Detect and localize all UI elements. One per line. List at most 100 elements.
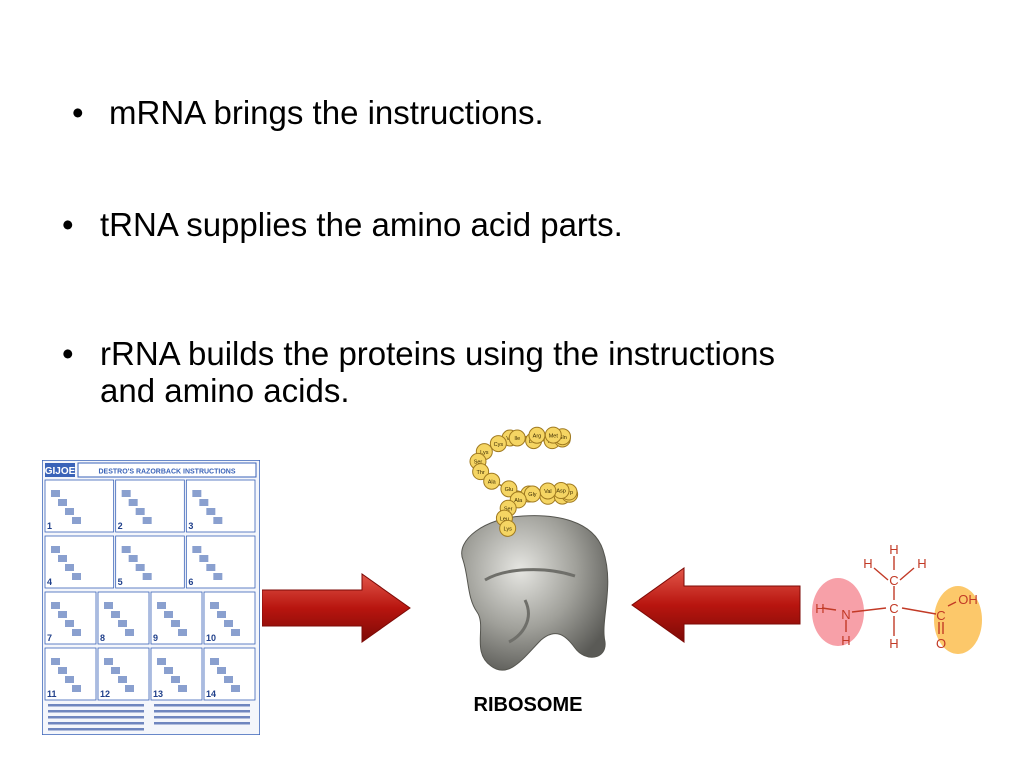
sheet-part-sketch: [142, 517, 152, 524]
sheet-part-sketch: [121, 546, 131, 553]
sheet-part-sketch: [135, 508, 145, 515]
sheet-part-sketch: [72, 685, 81, 692]
sheet-panel: [150, 591, 203, 645]
amino-acid-bead-label: Arg: [533, 433, 542, 439]
sheet-part-sketch: [111, 667, 120, 674]
carboxyl-group-highlight: [934, 586, 982, 654]
amino-acid-bead-label: Ile: [514, 436, 520, 442]
sheet-panel: [44, 535, 115, 589]
amino-acid-bead-label: Val: [544, 489, 552, 495]
arrow-left-icon: [631, 567, 801, 643]
sheet-part-sketch: [72, 573, 81, 580]
amine-group-highlight: [812, 578, 864, 646]
svg-text:C: C: [936, 608, 945, 623]
sheet-part-sketch: [164, 667, 173, 674]
sheet-text-line: [154, 704, 250, 707]
amino-acid-structure: H H H C C H H N H C OH O: [812, 542, 982, 654]
sheet-part-sketch: [118, 620, 127, 627]
sheet-part-sketch: [231, 685, 240, 692]
sheet-step-number: 11: [47, 689, 57, 699]
amino-acid-bead-label: Thr: [477, 470, 485, 476]
bullet-text-line2: and amino acids.: [100, 372, 350, 409]
amino-acid-bead-label: Ala: [488, 479, 497, 485]
sheet-part-sketch: [206, 564, 216, 571]
amino-acid-bead: [500, 480, 518, 498]
svg-text:H: H: [841, 633, 850, 648]
bullet-marker: •: [72, 94, 84, 131]
amino-acid-bead-label: Ala: [514, 498, 523, 504]
bullet-text: mRNA brings the instructions.: [109, 94, 544, 131]
sheet-panel: [44, 479, 115, 533]
amino-acid-bead-label: Leu: [500, 516, 509, 522]
sheet-panel: [97, 647, 150, 701]
sheet-step-number: 12: [100, 689, 110, 699]
bullet-marker: •: [62, 335, 74, 372]
sheet-step-number: 3: [188, 521, 193, 531]
sheet-part-sketch: [51, 602, 60, 609]
sheet-panel: [115, 479, 185, 533]
amino-acid-bead-label: Ser: [504, 506, 513, 512]
sheet-panel: [185, 535, 256, 589]
sheet-part-sketch: [51, 490, 60, 497]
sheet-part-sketch: [213, 517, 223, 524]
amino-acid-bead-label: Lys: [503, 527, 512, 533]
amino-acid-bead-label: Met: [549, 433, 559, 439]
sheet-part-sketch: [58, 555, 67, 562]
sheet-part-sketch: [213, 573, 223, 580]
amino-acid-bead: [489, 435, 507, 453]
amino-acid-bead-label: Glu: [505, 487, 514, 493]
sheet-part-sketch: [210, 602, 219, 609]
sheet-text-line: [154, 722, 250, 725]
sheet-part-sketch: [157, 658, 166, 665]
sheet-part-sketch: [217, 667, 226, 674]
sheet-part-sketch: [128, 499, 138, 506]
amino-acid-bead-label: Gln: [558, 435, 567, 441]
amino-acid-bead-label: Gly: [528, 492, 537, 498]
sheet-part-sketch: [125, 629, 134, 636]
sheet-panel: [203, 647, 256, 701]
svg-text:H: H: [863, 556, 872, 571]
svg-text:OH: OH: [958, 592, 978, 607]
sheet-part-sketch: [72, 629, 81, 636]
sheet-part-sketch: [217, 611, 226, 618]
sheet-text-line: [48, 728, 144, 731]
sheet-part-sketch: [104, 602, 113, 609]
sheet-text-line: [154, 710, 250, 713]
svg-text:H: H: [815, 601, 824, 616]
sheet-part-sketch: [171, 676, 180, 683]
sheet-panel: [44, 647, 97, 701]
svg-text:H: H: [889, 542, 898, 557]
sheet-panel: [185, 479, 256, 533]
sheet-part-sketch: [58, 611, 67, 618]
sheet-part-sketch: [58, 499, 67, 506]
amino-acid-bead: [499, 519, 517, 537]
sheet-step-number: 8: [100, 633, 105, 643]
amino-acid-bead-label: Lys: [480, 450, 489, 456]
bullet-text-line1: rRNA builds the proteins using the instr…: [100, 335, 776, 372]
sheet-text-line: [48, 716, 144, 719]
sheet-step-number: 1: [47, 521, 52, 531]
sheet-part-sketch: [178, 629, 187, 636]
sheet-step-number: 4: [47, 577, 52, 587]
sheet-step-number: 13: [153, 689, 163, 699]
sheet-logo: GIJOE: [45, 466, 76, 477]
arrow-right-icon: [262, 573, 411, 643]
amino-acid-bead: [483, 472, 501, 490]
sheet-part-sketch: [51, 658, 60, 665]
sheet-part-sketch: [72, 517, 81, 524]
sheet-part-sketch: [65, 620, 74, 627]
sheet-step-number: 6: [188, 577, 193, 587]
sheet-text-line: [48, 710, 144, 713]
ribosome-label: RIBOSOME: [473, 694, 583, 716]
bullet-marker: •: [62, 206, 74, 243]
sheet-step-number: 14: [206, 689, 216, 699]
svg-text:H: H: [889, 636, 898, 651]
amino-acid-bead: [528, 426, 546, 444]
sheet-panel: [44, 591, 97, 645]
sheet-step-number: 7: [47, 633, 52, 643]
sheet-part-sketch: [178, 685, 187, 692]
sheet-part-sketch: [199, 499, 209, 506]
svg-text:C: C: [889, 573, 898, 588]
amino-acid-bead-label: Ser: [474, 460, 483, 466]
